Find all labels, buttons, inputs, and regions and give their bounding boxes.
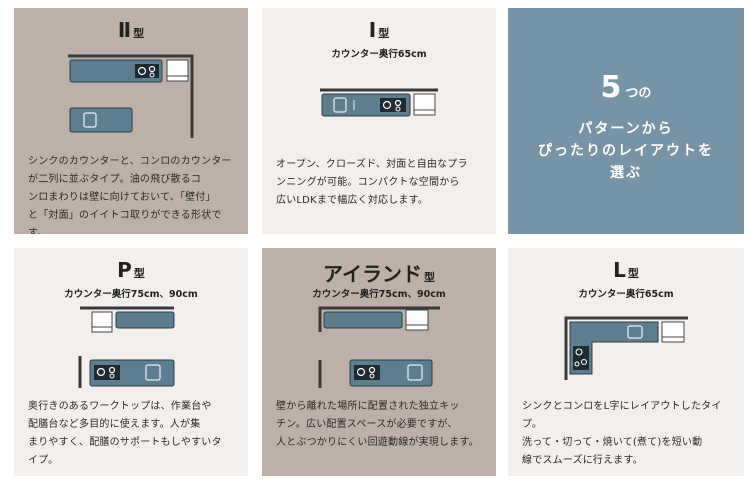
stove-icon [94, 365, 120, 380]
hero-suffix: つの [625, 86, 652, 101]
title-suffix: 型 [133, 267, 145, 280]
desc-line: まりやすく、配膳のサポートもしやすいタ [28, 437, 222, 448]
desc-line: 奥行きのあるワークトップは、作業台や [28, 401, 212, 412]
card-subtitle: カウンター奥行65cm [331, 49, 427, 60]
card-description: 壁から離れた場所に配置された独立キッ チン。広い配置スペースが必要ですが、 人と… [276, 398, 484, 452]
p-type-floor-plan [78, 306, 175, 388]
sink-icon [333, 97, 347, 113]
desc-line: が二列に並ぶタイプ。油の飛び散るコ [28, 174, 202, 185]
card-island-type: アイランド型 カウンター奥行75cm、90cm 壁から離れた場所に配置された独立… [262, 248, 496, 476]
title-main: Ⅱ [117, 18, 132, 42]
fridge-icon [91, 311, 113, 333]
card-description: オープン、クローズド、対面と自由なプラ ンニングが可能。コンパクトな空間から 広… [276, 156, 484, 210]
fridge-icon [166, 59, 189, 82]
title-suffix: 型 [627, 267, 639, 280]
desc-line: 洗って・切って・焼いて(煮て)を短い動 [522, 437, 703, 448]
card-title: アイランド型 [262, 258, 496, 287]
l-counter [569, 321, 659, 375]
desc-line: 広いLDKまで幅広く対応します。 [276, 195, 429, 206]
sink-icon [627, 325, 643, 339]
fridge-icon [661, 321, 685, 343]
hero-line: ぴったりのレイアウトを [538, 143, 714, 159]
sink-icon [83, 112, 97, 128]
desc-line: 壁から離れた場所に配置された独立キッ [276, 401, 460, 412]
desc-line: と「対面」のイイトコ取りができる形状です。 [28, 210, 222, 234]
hero-line: パターンから [578, 121, 674, 137]
ii-type-floor-plan [68, 54, 194, 138]
title-main: L [613, 258, 626, 282]
desc-line: シンクとコンロをL字にレイアウトしたタイプ。 [522, 401, 722, 430]
island-type-floor-plan [318, 306, 440, 388]
title-main: P [117, 258, 132, 282]
desc-line: 人とぶつかりにくい回遊動線が実現します。 [276, 437, 479, 448]
fridge-icon [413, 93, 436, 116]
card-subtitle: カウンター奥行65cm [578, 289, 674, 300]
back-counter [115, 311, 175, 329]
desc-line: オープン、クローズド、対面と自由なプラ [276, 159, 468, 170]
card-description: シンクのカウンターと、コンロのカウンター が二列に並ぶタイプ。油の飛び散るコ ン… [28, 153, 236, 234]
stove-icon [135, 64, 159, 78]
title-suffix: 型 [424, 271, 435, 284]
stove-icon [380, 98, 406, 112]
stove-icon [354, 365, 380, 380]
sink-icon [407, 364, 423, 381]
title-suffix: 型 [378, 27, 390, 40]
card-description: 奥行きのあるワークトップは、作業台や 配膳台など多目的に使えます。人が集 まりや… [28, 398, 236, 470]
desc-line: ンニングが可能。コンパクトな空間から [276, 177, 460, 188]
card-subtitle: カウンター奥行75cm、90cm [64, 289, 198, 300]
hero-number: 5 [600, 70, 622, 105]
title-main: I [368, 18, 377, 42]
desc-line: 線でスムーズに行えます。 [522, 455, 643, 466]
back-counter [323, 311, 403, 329]
hero-line: 選ぶ [610, 165, 642, 181]
card-subtitle: カウンター奥行75cm、90cm [312, 289, 446, 300]
sink-counter [69, 107, 133, 133]
desc-line: ンロまわりは壁に向けておいて、「壁付」 [28, 192, 216, 203]
title-suffix: 型 [133, 27, 145, 40]
desc-line: イプ。 [28, 455, 59, 466]
stove-icon [573, 346, 589, 370]
desc-line: 配膳台など多目的に使えます。人が集 [28, 419, 201, 430]
fridge-icon [405, 309, 429, 331]
l-type-floor-plan [564, 316, 688, 380]
i-type-floor-plan [320, 88, 438, 117]
desc-line: チン。広い配置スペースが必要ですが、 [276, 419, 458, 430]
sink-icon [145, 364, 161, 381]
desc-line: シンクのカウンターと、コンロのカウンター [28, 156, 232, 167]
card-description: シンクとコンロをL字にレイアウトしたタイプ。 洗って・切って・焼いて(煮て)を短… [522, 398, 732, 470]
title-main: アイランド [323, 262, 422, 286]
